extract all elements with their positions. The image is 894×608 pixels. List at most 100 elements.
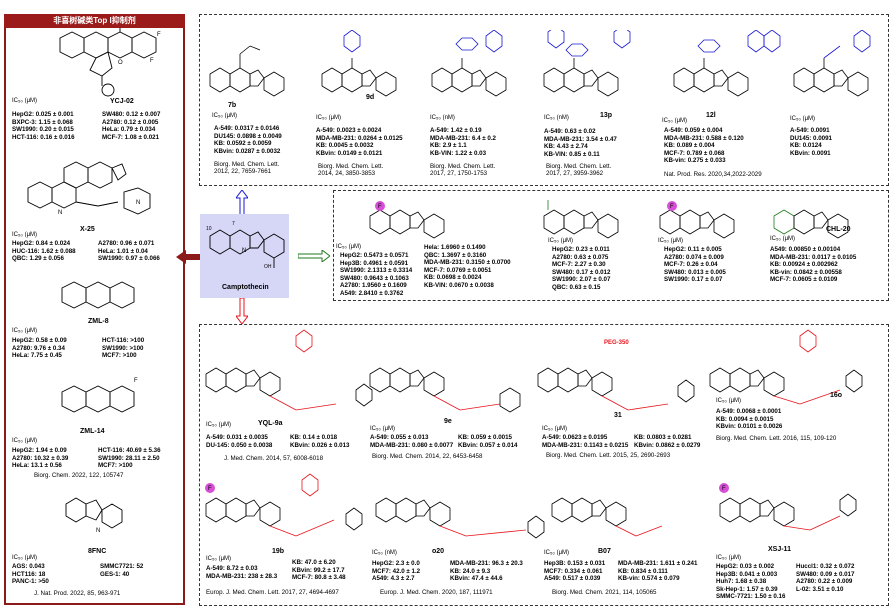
down-arrow-icon	[236, 298, 248, 324]
left-panel-title: 非喜树碱类Top I抑制剂	[4, 14, 185, 28]
ycj02-label: YCJ-02	[110, 98, 134, 105]
zml14-label: ZML-14	[80, 428, 105, 435]
svg-text:F: F	[208, 486, 212, 492]
zml8-label: ZML-8	[88, 318, 109, 325]
zml8-ic: IC₅₀ (μM)	[12, 328, 38, 334]
mid1-ic: IC₅₀ (μM)	[336, 244, 362, 250]
left-arrow-icon	[176, 250, 202, 264]
cmpd-13p-label: 13p	[600, 112, 613, 119]
svg-text:N: N	[58, 210, 62, 216]
svg-text:F: F	[157, 32, 161, 38]
8fnc-structure: N	[65, 497, 123, 534]
cmpd-19b-ic: IC₅₀ (μM)	[206, 556, 232, 562]
xsj11-label: XSJ-11	[768, 546, 791, 553]
svg-text:O: O	[118, 60, 123, 66]
bottom2-structures: F F	[205, 473, 857, 539]
cmpd-19b-ref: Europ. J. Med. Chem. Lett. 2017, 27, 469…	[206, 589, 339, 596]
svg-text:F: F	[670, 204, 674, 210]
cmpd-16o-ref: Biorg. Med. Chem. Lett. 2016, 115, 109-1…	[716, 435, 837, 442]
camptothecin-structure: N OH	[209, 229, 285, 270]
zml14-structure: F	[61, 378, 138, 413]
svg-text:F: F	[134, 378, 138, 384]
cmpd-13p-ref: Biorg. Med. Chem. Lett.2017, 27, 3959-39…	[546, 163, 612, 177]
bottom1-structures	[205, 329, 863, 413]
right-arrow-icon	[298, 250, 330, 262]
top-box	[199, 14, 889, 186]
position-10: 10	[206, 226, 212, 232]
top-structures	[209, 30, 871, 97]
8fnc-ic: IC₅₀ (μM)	[12, 555, 38, 561]
yql9a-ref: J. Med. Chem. 2014, 57, 6008-6018	[224, 455, 324, 462]
cmpd-3-ic: IC₅₀ (nM)	[430, 115, 455, 121]
bottom-box	[199, 324, 889, 606]
cmpd-o20-ref: Europ. J. Med. Chem. 2020, 187, 111971	[380, 589, 493, 596]
cmpd-7b-label: 7b	[228, 102, 237, 109]
zml8-structure	[61, 281, 135, 309]
cmpd-6-ic: IC₅₀ (μM)	[790, 116, 816, 122]
svg-text:F: F	[722, 486, 726, 492]
cmpd-o20-label: o20	[432, 548, 445, 555]
cmpd-31-ref: Biorg. Med. Chem. Lett. 2015, 25, 2690-2…	[546, 452, 671, 459]
yql9a-ic: IC₅₀ (μM)	[206, 422, 232, 428]
8fnc-label: 8FNC	[88, 548, 107, 555]
zml14-ref: Biorg. Chem. 2022, 122, 105747	[34, 472, 124, 479]
cmpd-b07-label: B07	[598, 548, 611, 555]
mid-structures: F F	[369, 200, 849, 239]
cmpd-9d-ref: Biorg. Med. Chem. Lett.2014, 24, 3850-38…	[318, 163, 384, 177]
cmpd-b07-ref: Biorg. Med. Chem. 2021, 114, 105065	[552, 589, 657, 596]
ycj02-structure: F F O	[59, 28, 161, 97]
cmpd-12l-ic: IC₅₀ (μM)	[662, 118, 688, 124]
svg-text:N: N	[136, 200, 140, 206]
xsj11-ic: IC₅₀ (μM)	[716, 555, 742, 561]
cmpd-19b-label: 19b	[272, 548, 285, 555]
cmpd-9e-ref: Biorg. Med. Chem. 2014, 22, 6453-6458	[372, 453, 483, 460]
cmpd-31-ic: IC₅₀ (μM)	[542, 426, 568, 432]
svg-text:N: N	[242, 248, 246, 254]
camptothecin-label: Camptothecin	[222, 284, 269, 291]
cmpd-o20-ic: IC₅₀ (nM)	[372, 550, 397, 556]
cmpd-16o-ic: IC₅₀ (μM)	[716, 398, 742, 404]
cmpd-12l-label: 12l	[706, 112, 716, 119]
mid2-ic: IC₅₀ (μM)	[548, 238, 574, 244]
cmpd-9d-label: 9d	[366, 94, 375, 101]
camptothecin-box	[200, 214, 289, 298]
cmpd-9e-label: 9e	[444, 418, 452, 425]
x25-label: X-25	[80, 226, 95, 233]
cmpd-9e-ic: IC₅₀ (μM)	[370, 426, 396, 432]
mid-box	[333, 190, 889, 301]
cmpd-7b-ic: IC₅₀ (μM)	[212, 113, 238, 119]
zml14-ic: IC₅₀ (μM)	[12, 438, 38, 444]
cmpd-31-label: 31	[614, 412, 622, 419]
svg-text:F: F	[150, 58, 154, 64]
cmpd-9d-ic: IC₅₀ (μM)	[316, 115, 342, 121]
